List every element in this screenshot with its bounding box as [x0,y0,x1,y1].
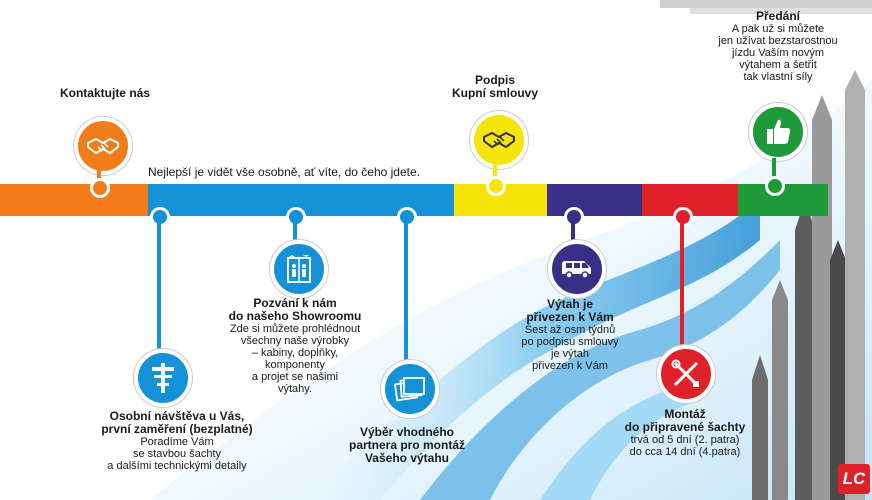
timeline-segment-orange [0,184,148,216]
step-contact-dot [90,178,110,198]
step-partner-node [381,360,439,418]
swoosh-light [540,380,700,500]
step-delivery-title2: přivezen k Vám [526,310,614,324]
step-visit-node [134,349,192,407]
step-delivery-text: Výtah je přivezen k Vám Šest až osm týdn… [495,297,645,373]
measuring-tool-icon [152,363,174,393]
step-visit-stem [157,220,161,352]
step-install-text: Montáž do připravené šachty trvá od 5 dn… [600,407,770,459]
skyline [660,0,872,500]
company-logo: LC [838,464,870,494]
step-install-line1: trvá od 5 dní (2. patra) [630,434,740,446]
step-handover-dot [765,176,785,196]
step-contract-title2: Kupní smlouvy [451,86,538,100]
step-visit-text: Osobní návštěva u Vás, první zaměření (b… [82,409,272,473]
step-showroom-title2: do našeho Showroomu [228,309,362,323]
step-contact-node [74,117,132,175]
step-handover-stem [772,158,776,185]
swoosh-front [420,240,780,500]
step-install-line2: do cca 14 dní (4.patra) [629,446,741,458]
thumbs-up-icon [767,119,791,144]
step-partner-line1: Výběr vhodného [359,425,454,439]
van-icon [562,261,591,279]
step-showroom-line6: výtahy. [277,383,313,395]
step-contract-title: Podpis Kupní smlouvy [430,74,560,100]
step-visit-line2: se stavbou šachty [132,448,222,460]
step-visit-title2: první zaměření (bezplatné) [101,422,253,436]
step-partner-line2: partnera pro montáž [348,438,465,452]
step-delivery-line1: Šest až osm týdnů [524,324,616,336]
step-handover-line3: jízdu Vaším novým [731,47,825,59]
handshake-icon [483,131,515,149]
step-handover-line2: jen užívat bezstarostnou [718,35,838,47]
step-partner-stem [404,220,408,360]
step-contract-title1: Podpis [474,73,515,87]
step-contact-title: Kontaktujte nás [59,86,150,100]
step-partner-text: Výběr vhodného partnera pro montáž Vašeh… [332,426,482,465]
step-handover-node [749,103,807,161]
documents-icon [394,377,425,402]
step-install-title1: Montáž [664,407,706,421]
tools-icon [671,359,699,387]
step-install-stem [680,220,684,350]
step-showroom-line4: komponenty [265,359,325,371]
step-delivery-node [548,240,606,298]
step-showroom-text: Pozvání k nám do našeho Showroomu Zde si… [200,296,390,396]
step-visit-line3: a dalšími technickými detaily [107,460,247,472]
step-contract-dot [486,176,506,196]
step-delivery-title1: Výtah je [546,297,594,311]
step-showroom-stem [293,220,297,242]
step-partner-line3: Vašeho výtahu [364,451,450,465]
step-showroom-title1: Pozvání k nám [253,296,337,310]
step-handover-line1: A pak už si můžete [731,23,825,35]
step-visit-line1: Poradíme Vám [140,436,214,448]
step-handover-line5: tak vlastní síly [743,71,813,83]
step-contract-stem [493,165,497,185]
step-handover-text: Předání A pak už si můžete jen užívat be… [698,9,858,84]
step-delivery-line4: přivezen k Vám [532,360,608,372]
step-install-title2: do připravené šachty [624,420,746,434]
swoosh-main [300,200,760,500]
step-handover-line4: výtahem a šetřit [739,59,817,71]
elevator-icon [287,255,311,283]
timeline-segment-navy [547,184,642,216]
step-delivery-line3: je výtah [551,348,589,360]
step-visit-title1: Osobní návštěva u Vás, [109,409,245,423]
step-showroom-line2: všechny naše výrobky [240,335,350,347]
step-handover-title: Předání [755,9,800,23]
step-install-node [657,345,715,403]
step-showroom-line3: – kabiny, doplňky, [251,347,339,359]
step-showroom-line1: Zde si můžete prohlédnout [229,323,361,335]
step-showroom-node [270,240,328,298]
step-contract-node [470,111,528,169]
step-showroom-line5: a projet se našimi [251,371,339,383]
step-delivery-stem [571,220,575,242]
handshake-icon [87,137,119,155]
intro-text: Nejlepší je vidět vše osobně, ať víte, d… [148,165,420,179]
step-delivery-line2: po podpisu smlouvy [521,336,619,348]
